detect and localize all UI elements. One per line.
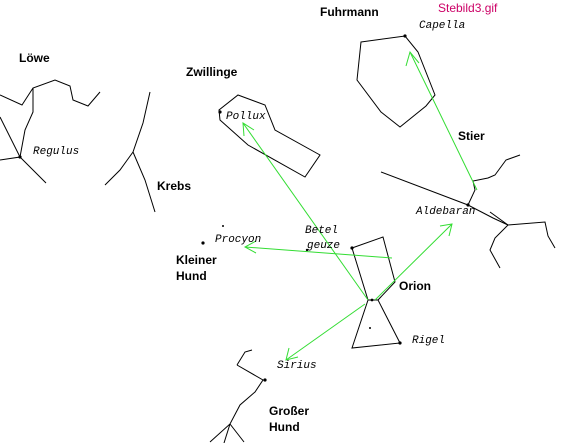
procyon-label: Procyon <box>215 234 262 246</box>
krebs-label: Krebs <box>157 179 192 193</box>
grosser-hund-label-line2: Hund <box>269 420 300 434</box>
kleiner-hund-label-line2: Hund <box>176 269 207 283</box>
loewe-label: Löwe <box>19 51 50 65</box>
aldebaran-label: Aldebaran <box>416 206 476 218</box>
procyon-star <box>201 241 205 245</box>
grosser-hund-figure <box>236 349 253 366</box>
regulus-star <box>18 155 22 159</box>
rigel-label: Rigel <box>412 335 446 347</box>
loewe-figure-4 <box>0 116 21 158</box>
grosser-hund-label-line1: Großer <box>269 404 310 418</box>
arrow-to-sirius-head <box>285 347 299 361</box>
orion-label: Orion <box>399 279 431 293</box>
regulus-label: Regulus <box>33 146 80 158</box>
stier-figure <box>380 171 509 226</box>
aldebaran-star <box>466 203 470 207</box>
arrow-to-aldebaran <box>374 223 453 301</box>
arrow-to-capella <box>409 51 478 191</box>
capella-label: Capella <box>419 20 466 32</box>
loewe-figure-3 <box>19 156 47 184</box>
stier-label: Stier <box>458 129 485 143</box>
arrow-to-procyon-head <box>243 240 257 254</box>
loewe-figure <box>0 79 101 107</box>
beteigeuze-star-2 <box>305 248 309 252</box>
arrow-to-procyon <box>244 246 393 259</box>
orion-figure <box>351 236 401 349</box>
arrow-to-capella-head <box>405 50 420 67</box>
rigel-star <box>398 341 402 345</box>
fuhrmann-figure <box>356 35 436 128</box>
kleiner-hund-label-line1: Kleiner <box>176 253 217 267</box>
beteigeuze-star <box>350 246 354 250</box>
grosser-hund-figure-4 <box>223 423 231 443</box>
pollux-label: Pollux <box>226 111 266 123</box>
stier-figure-4 <box>489 224 509 269</box>
file-label: Stebild3.gif <box>438 1 498 15</box>
capella-star <box>403 34 407 38</box>
sirius-label: Sirius <box>277 360 317 372</box>
stier-figure-3 <box>507 221 556 249</box>
zwillinge-figure <box>218 94 321 178</box>
zwillinge-label: Zwillinge <box>186 65 238 79</box>
stier-figure-2 <box>467 154 521 206</box>
orion-belt-star <box>370 298 374 302</box>
grosser-hund-figure-3 <box>229 423 245 443</box>
grosser-hund-figure-2 <box>209 364 264 443</box>
arrow-to-aldebaran-head <box>439 223 453 237</box>
loewe-figure-2 <box>0 88 34 161</box>
pollux-star <box>218 110 222 114</box>
arrow-to-sirius <box>285 303 366 361</box>
arrow-to-pollux <box>242 122 369 301</box>
krebs-figure <box>104 91 151 186</box>
sirius-star <box>263 378 267 382</box>
fuhrmann-label: Fuhrmann <box>320 5 379 19</box>
krebs-figure-2 <box>132 151 156 213</box>
orion-sword-star <box>369 327 371 329</box>
arrow-to-pollux-head <box>242 122 255 137</box>
beteigeuze-label-line1: Betel <box>305 225 339 237</box>
beteigeuze-label-line2: geuze <box>307 240 341 252</box>
procyon-star-2 <box>222 225 224 227</box>
stier-figure-5 <box>489 211 509 226</box>
